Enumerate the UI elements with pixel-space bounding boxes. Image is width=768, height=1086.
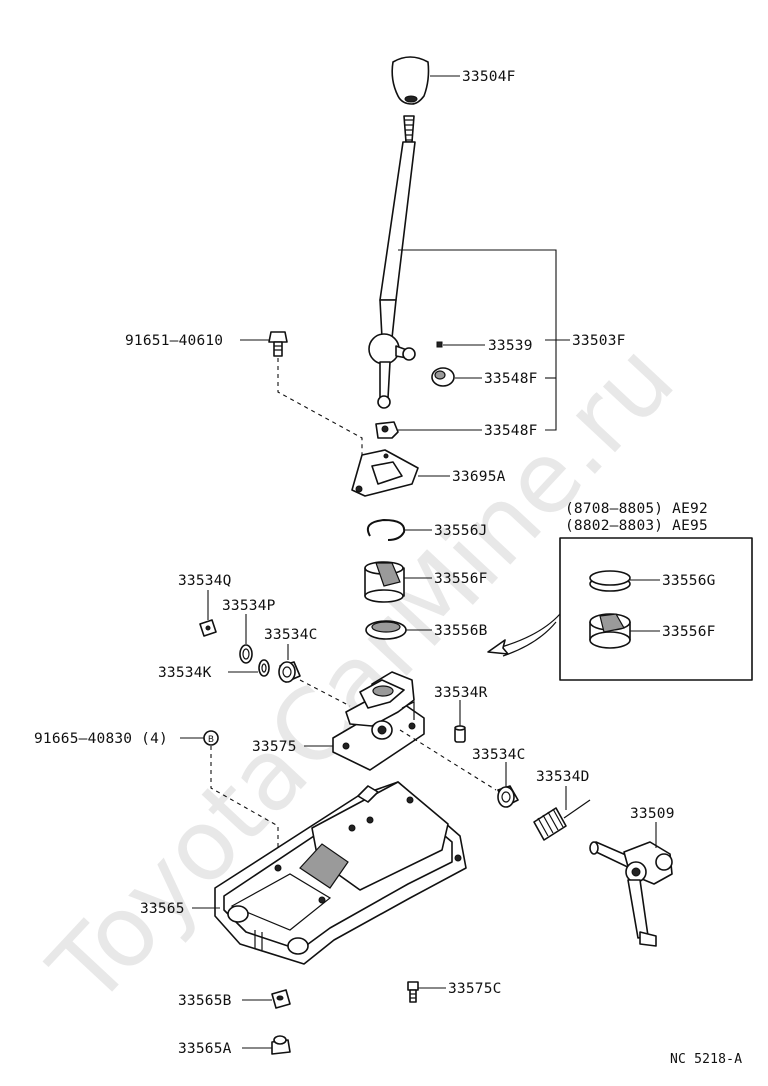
lever-33509 bbox=[589, 841, 673, 947]
ring-33556G bbox=[589, 570, 631, 592]
label-33504F: 33504F bbox=[462, 69, 516, 85]
bolt-91651 bbox=[268, 331, 288, 357]
label-91665-40830: 91665–40830 (4) bbox=[34, 731, 168, 747]
plate-33695A bbox=[351, 449, 419, 497]
nut-33565B bbox=[271, 989, 291, 1009]
bushing-33534C-right bbox=[497, 785, 519, 808]
callout-line-1: (8708–8805) AE92 bbox=[565, 501, 708, 517]
label-33575: 33575 bbox=[252, 739, 297, 755]
washer-33534P bbox=[239, 644, 253, 664]
label-33575C: 33575C bbox=[448, 981, 502, 997]
shift-lever bbox=[368, 115, 416, 409]
spring-33534D bbox=[533, 799, 591, 841]
dash-91651 bbox=[277, 358, 363, 470]
washer-33534Q bbox=[199, 619, 217, 637]
bolt-33575C bbox=[407, 981, 419, 1003]
label-33565B: 33565B bbox=[178, 993, 232, 1009]
label-33565: 33565 bbox=[140, 901, 185, 917]
label-33534C-b: 33534C bbox=[472, 747, 526, 763]
label-33503F: 33503F bbox=[572, 333, 626, 349]
label-33534D: 33534D bbox=[536, 769, 590, 785]
bolt-badge: B bbox=[203, 730, 219, 746]
label-33556F: 33556F bbox=[434, 571, 488, 587]
dash-91665 bbox=[210, 746, 279, 868]
housing-33565 bbox=[214, 781, 467, 965]
shift-knob bbox=[391, 56, 430, 105]
callout-line-2: (8802–8803) AE95 bbox=[565, 518, 708, 534]
label-33556B: 33556B bbox=[434, 623, 488, 639]
label-33565A: 33565A bbox=[178, 1041, 232, 1057]
label-33539: 33539 bbox=[488, 338, 533, 354]
label-33534K: 33534K bbox=[158, 665, 212, 681]
seat-33556F-box bbox=[589, 613, 631, 649]
label-33556J: 33556J bbox=[434, 523, 488, 539]
diagram-code: NC 5218-A bbox=[670, 1052, 742, 1067]
seat-33556F bbox=[364, 561, 405, 603]
label-33556F-box: 33556F bbox=[662, 624, 716, 640]
label-91651-40610: 91651–40610 bbox=[125, 333, 223, 349]
bushing-33548F-lower bbox=[375, 421, 399, 439]
callout-arrow-line-2 bbox=[502, 621, 557, 657]
bushing-33548F-upper bbox=[431, 367, 455, 387]
label-33548F-a: 33548F bbox=[484, 371, 538, 387]
nut-33565A bbox=[271, 1035, 291, 1055]
label-33556G: 33556G bbox=[662, 573, 716, 589]
pin-33534R bbox=[454, 725, 466, 743]
ring-33556J bbox=[366, 518, 406, 541]
callout-arrow-line bbox=[497, 613, 561, 649]
badge-letter: B bbox=[208, 735, 214, 745]
label-33534C-a: 33534C bbox=[264, 627, 318, 643]
label-33509: 33509 bbox=[630, 806, 675, 822]
label-33548F-b: 33548F bbox=[484, 423, 538, 439]
retainer-33575 bbox=[332, 671, 425, 771]
washer-33534K bbox=[258, 659, 270, 677]
pin-33539 bbox=[436, 341, 443, 348]
callout-box bbox=[559, 537, 753, 681]
label-33695A: 33695A bbox=[452, 469, 506, 485]
boot-33556B bbox=[365, 620, 407, 640]
dash-33534C-a bbox=[299, 679, 351, 707]
callout-arrow-head bbox=[487, 639, 509, 655]
label-33534P: 33534P bbox=[222, 598, 276, 614]
dash-33575 bbox=[399, 729, 497, 791]
label-33534Q: 33534Q bbox=[178, 573, 232, 589]
label-33534R: 33534R bbox=[434, 685, 488, 701]
bushing-33534C-left bbox=[278, 661, 301, 683]
